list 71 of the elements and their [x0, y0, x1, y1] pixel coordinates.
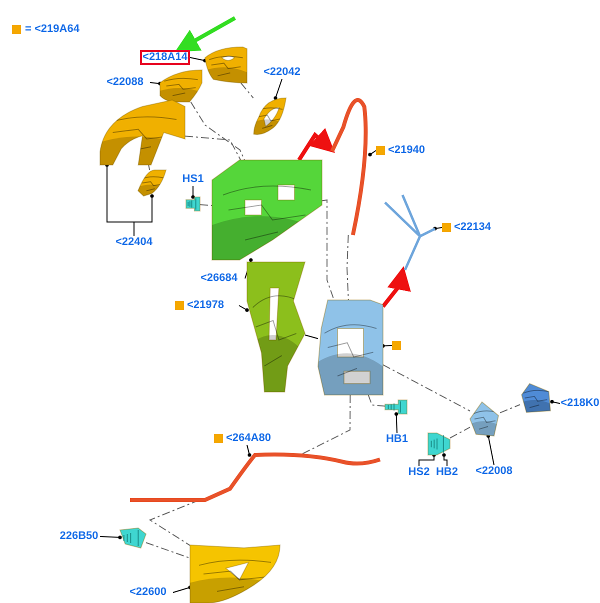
- center-line: [190, 102, 245, 160]
- arrow: [381, 266, 411, 308]
- leader-line: [190, 57, 207, 62]
- leader-line: [433, 226, 442, 230]
- part-number: 226B50: [58, 530, 100, 543]
- leader-line: [150, 82, 162, 86]
- part-number: <22088: [100, 76, 150, 89]
- arrow: [174, 16, 236, 52]
- part-number: <22134: [454, 221, 492, 234]
- component-marker: [392, 341, 401, 350]
- center-line: [368, 394, 386, 407]
- center-line: [146, 542, 190, 559]
- center-line: [200, 204, 212, 206]
- end-cap-drawing: [160, 70, 202, 102]
- center-line: [322, 199, 334, 300]
- leader-line: [394, 412, 398, 434]
- leader-line: [246, 444, 252, 457]
- center-line: [382, 364, 470, 412]
- leader-line: [100, 536, 122, 540]
- handle-insert-drawing: [138, 170, 166, 196]
- screw-drawing: [428, 433, 450, 455]
- door-latch-drawing: [318, 300, 383, 395]
- leader-line: [550, 400, 560, 404]
- center-line: [300, 394, 351, 456]
- leader-line: [418, 453, 436, 466]
- striker-plate-drawing: [470, 402, 500, 436]
- part-number: <22600: [123, 586, 173, 599]
- leader-line: [238, 305, 249, 312]
- leader-line: [274, 78, 282, 100]
- center-line: [148, 164, 150, 170]
- handle-bracket-drawing: [212, 160, 322, 260]
- part-number: <22042: [257, 66, 307, 79]
- part-number: <22404: [108, 236, 160, 249]
- leader-line: [442, 453, 448, 466]
- cap-cover-drawing: [205, 47, 247, 83]
- door-handle-drawing: [100, 100, 185, 165]
- clip-drawing: [120, 528, 146, 548]
- fastener-code: HS2: [407, 466, 431, 479]
- leader-line: [486, 434, 494, 466]
- leader-line: [191, 186, 195, 199]
- part-number: <218A14: [140, 50, 190, 65]
- cable-drawing: [130, 455, 380, 500]
- center-line: [346, 234, 349, 300]
- screw-drawing: [186, 197, 200, 211]
- leader-line: [381, 344, 392, 348]
- fastener-code: HB1: [384, 433, 410, 446]
- center-line: [500, 404, 520, 414]
- part-number: <218K0: [560, 397, 600, 410]
- center-line: [450, 426, 470, 438]
- plate-drawing: [520, 382, 552, 414]
- legend-text: = <219A64: [25, 23, 80, 36]
- screw-drawing: [385, 400, 407, 414]
- reinforcement-drawing: [247, 262, 305, 392]
- center-line: [184, 136, 242, 160]
- leader-line: [172, 586, 192, 593]
- connecting-line: [304, 334, 318, 340]
- leader-line: [134, 194, 154, 236]
- fastener-code: HB2: [434, 466, 460, 479]
- leader-line: [368, 150, 376, 156]
- part-number: <21978: [187, 299, 224, 312]
- handle-base-drawing: [190, 545, 280, 603]
- center-line: [240, 82, 254, 98]
- fastener-code: HS1: [180, 173, 206, 186]
- part-number: <264A80: [226, 432, 271, 445]
- rod-drawing: [385, 195, 435, 270]
- part-number: <26684: [193, 272, 245, 285]
- part-number: <22008: [469, 465, 519, 478]
- bezel-drawing: [252, 98, 286, 136]
- part-number: <21940: [388, 144, 426, 157]
- cable-drawing: [332, 100, 370, 235]
- arrow: [297, 128, 335, 162]
